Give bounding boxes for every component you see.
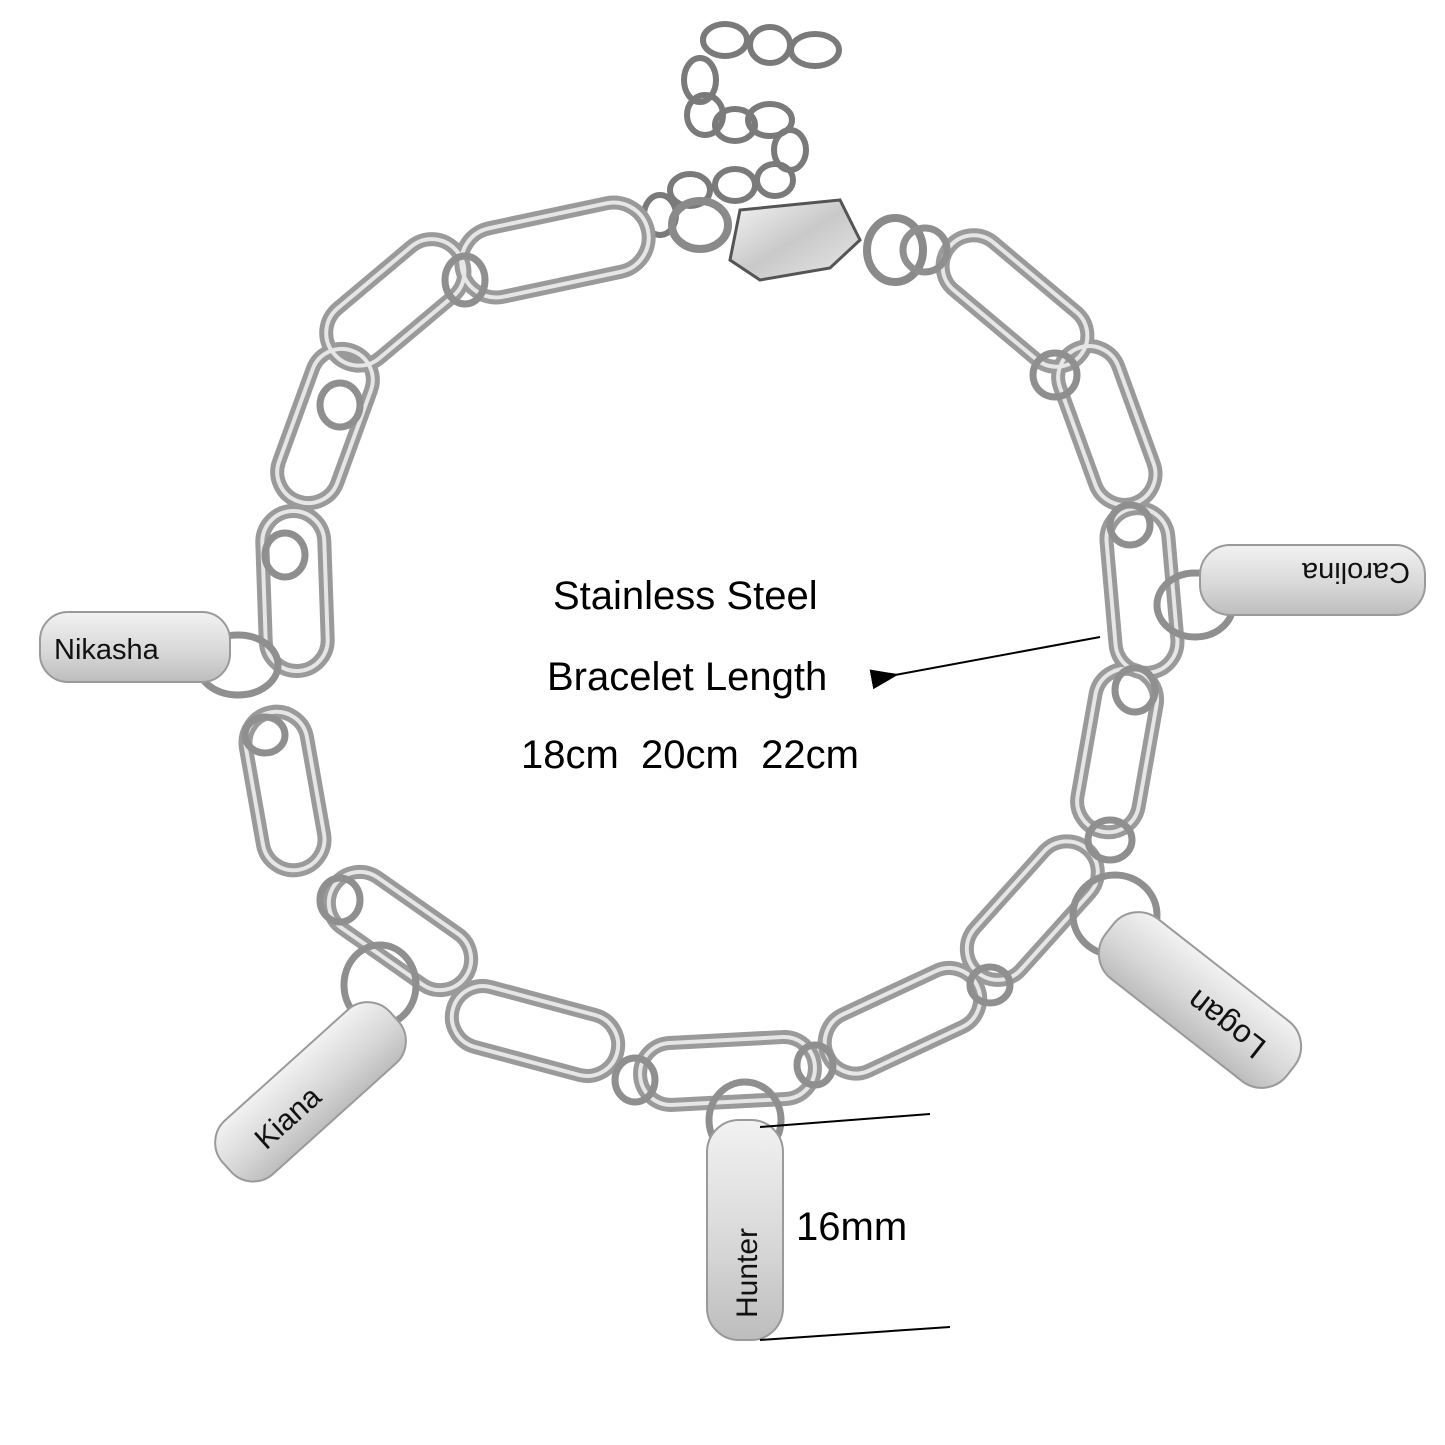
name-tag-nikasha: Nikasha xyxy=(39,611,231,683)
dimension-line-bottom xyxy=(759,1326,951,1341)
lobster-clasp xyxy=(668,197,927,286)
tag-dimension-label: 16mm xyxy=(796,1205,908,1249)
name-tag-logan: Logan xyxy=(1097,911,1303,1089)
length-options: 18cm 20cm 22cm xyxy=(521,733,859,777)
tag-name-text: Carolina xyxy=(1301,556,1410,588)
extension-chain xyxy=(641,21,842,238)
dimension-line-top xyxy=(759,1113,931,1128)
name-tag-hunter: Hunter xyxy=(706,1119,784,1341)
name-tag-kiana: Kiana xyxy=(214,1001,407,1183)
bracelet-length-label: Bracelet Length xyxy=(547,655,828,699)
length-arrow xyxy=(869,636,1101,690)
material-label: Stainless Steel xyxy=(553,574,818,618)
chain-links xyxy=(238,195,1185,1112)
tag-name-text: Hunter xyxy=(731,1228,764,1318)
name-tag-carolina: Carolina xyxy=(1199,544,1426,616)
tag-name-text: Nikasha xyxy=(54,634,160,666)
